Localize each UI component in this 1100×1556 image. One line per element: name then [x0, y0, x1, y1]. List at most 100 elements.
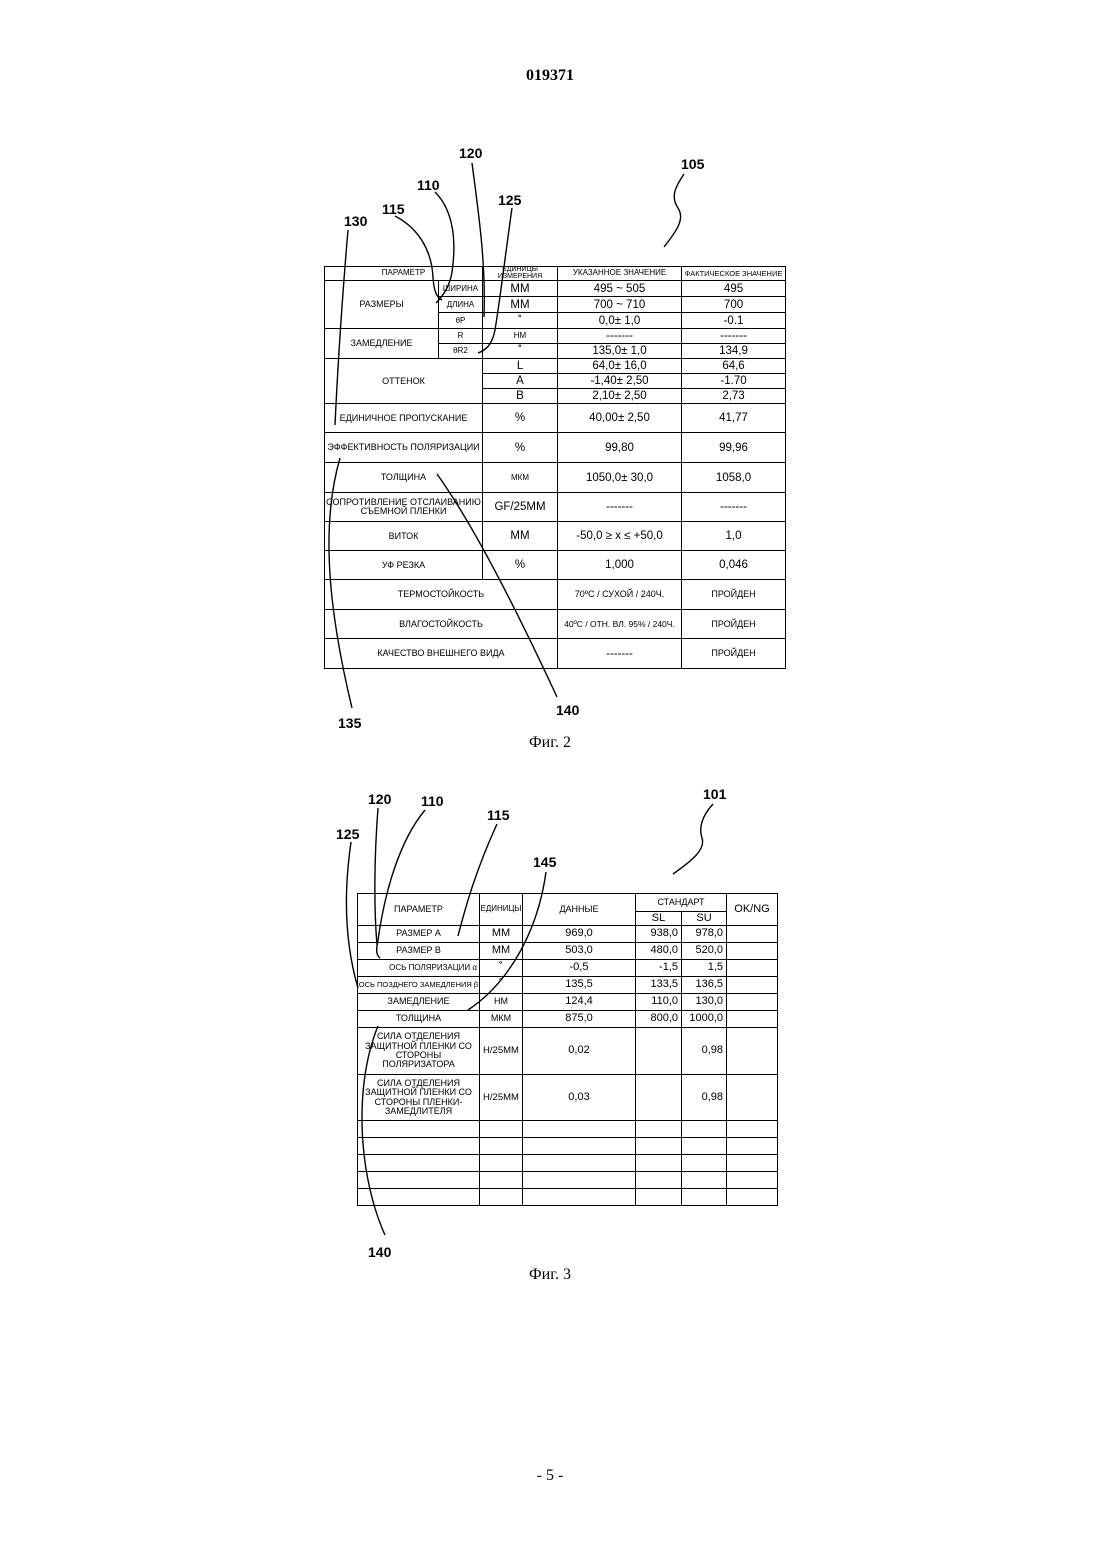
header-units: ЕДИНИЦЫ ИЗМЕРЕНИЯ — [483, 267, 558, 281]
row-width-name: ШИРИНА — [439, 281, 483, 297]
row-thickness-label: ТОЛЩИНА — [325, 463, 483, 493]
row-retardation-su: 130,0 — [682, 994, 727, 1011]
row-theta-p-spec: 0,0± 1,0 — [558, 313, 682, 329]
row-peel-polarizer-unit: Н/25ММ — [480, 1028, 523, 1075]
row-transmittance-actual: 41,77 — [682, 404, 786, 433]
ref-label-125: 125 — [498, 192, 521, 208]
row-hue-b-name: B — [483, 389, 558, 404]
row-curl-label: ВИТОК — [325, 522, 483, 551]
row-polarization-axis-su: 1,5 — [682, 960, 727, 977]
document-number: 019371 — [0, 67, 1100, 85]
ref-label-130: 130 — [344, 213, 367, 229]
row-hue-a-name: A — [483, 374, 558, 389]
figure-3-caption: Фиг. 3 — [0, 1266, 1100, 1284]
header-parameter: ПАРАМЕТР — [358, 894, 480, 926]
row-size-b-sl: 480,0 — [636, 943, 682, 960]
row-appearance-spec: ------- — [558, 639, 682, 669]
row-peel-label: СОПРОТИВЛЕНИЕ ОТСЛАИВАНИЮ СЪЕМНОЙ ПЛЕНКИ — [325, 493, 483, 522]
row-thickness-su: 1000,0 — [682, 1011, 727, 1028]
row-polarization-label: ЭФФЕКТИВНОСТЬ ПОЛЯРИЗАЦИИ — [325, 433, 483, 463]
row-heat-spec: 70ºC / СУХОЙ / 240Ч. — [558, 580, 682, 610]
row-hue-a-spec: -1,40± 2,50 — [558, 374, 682, 389]
row-size-b-param: РАЗМЕР B — [358, 943, 480, 960]
row-width-spec: 495 ~ 505 — [558, 281, 682, 297]
row-retardation-data: 124,4 — [523, 994, 636, 1011]
leader-105 — [664, 174, 684, 247]
row-thickness-spec: 1050,0± 30,0 — [558, 463, 682, 493]
row-theta-p-unit: ˚ — [483, 313, 558, 329]
row-length-unit: ММ — [483, 297, 558, 313]
row-uv-label: УФ РЕЗКА — [325, 551, 483, 580]
row-peel-spec: ------- — [558, 493, 682, 522]
row-hue-b-actual: 2,73 — [682, 389, 786, 404]
row-curl-spec: -50,0 ≥ x ≤ +50,0 — [558, 522, 682, 551]
header-specified: УКАЗАННОЕ ЗНАЧЕНИЕ — [558, 267, 682, 281]
row-peel-retarder-unit: Н/25ММ — [480, 1075, 523, 1121]
row-width-actual: 495 — [682, 281, 786, 297]
row-thickness-data: 875,0 — [523, 1011, 636, 1028]
row-heat-actual: ПРОЙДЕН — [682, 580, 786, 610]
ref-label-145: 145 — [533, 854, 556, 870]
row-transmittance-label: ЕДИНИЧНОЕ ПРОПУСКАНИЕ — [325, 404, 483, 433]
row-peel-polarizer-result — [727, 1028, 778, 1075]
row-humidity-spec: 40ºC / ОТН. ВЛ. 95% / 240Ч. — [558, 610, 682, 639]
row-transmittance-spec: 40,00± 2,50 — [558, 404, 682, 433]
row-slow-axis-sl: 133,5 — [636, 977, 682, 994]
row-thickness-unit: МКМ — [480, 1011, 523, 1028]
row-uv-unit: % — [483, 551, 558, 580]
row-retardation-result — [727, 994, 778, 1011]
ref-label-115: 115 — [487, 807, 510, 823]
row-polarization-axis-data: -0,5 — [523, 960, 636, 977]
row-hue-l-spec: 64,0± 16,0 — [558, 359, 682, 374]
row-thickness-sl: 800,0 — [636, 1011, 682, 1028]
page-number: - 5 - — [0, 1467, 1100, 1485]
row-peel-retarder-param: СИЛА ОТДЕЛЕНИЯ ЗАЩИТНОЙ ПЛЕНКИ СО СТОРОН… — [358, 1075, 480, 1121]
ref-label-115: 115 — [382, 201, 405, 217]
row-hue-l-actual: 64,6 — [682, 359, 786, 374]
row-length-actual: 700 — [682, 297, 786, 313]
group-hue: ОТТЕНОК — [325, 359, 483, 404]
row-peel-actual: ------- — [682, 493, 786, 522]
row-peel-polarizer-data: 0,02 — [523, 1028, 636, 1075]
row-theta-r2-actual: 134,9 — [682, 344, 786, 359]
row-hue-l-name: L — [483, 359, 558, 374]
ref-label-120: 120 — [368, 791, 391, 807]
row-hue-a-actual: -1.70 — [682, 374, 786, 389]
row-heat-label: ТЕРМОСТОЙКОСТЬ — [325, 580, 558, 610]
ref-label-140: 140 — [368, 1244, 391, 1260]
row-thickness-unit: МКМ — [483, 463, 558, 493]
header-data: ДАННЫЕ — [523, 894, 636, 926]
row-appearance-label: КАЧЕСТВО ВНЕШНЕГО ВИДА — [325, 639, 558, 669]
row-size-a-unit: ММ — [480, 926, 523, 943]
empty-row — [358, 1155, 778, 1172]
row-size-a-param: РАЗМЕР A — [358, 926, 480, 943]
row-slow-axis-unit: ˚ — [480, 977, 523, 994]
row-humidity-actual: ПРОЙДЕН — [682, 610, 786, 639]
row-size-a-su: 978,0 — [682, 926, 727, 943]
row-retardation-param: ЗАМЕДЛЕНИЕ — [358, 994, 480, 1011]
specification-table: ПАРАМЕТР ЕДИНИЦЫ ИЗМЕРЕНИЯ УКАЗАННОЕ ЗНА… — [324, 266, 786, 669]
row-size-b-data: 503,0 — [523, 943, 636, 960]
header-sl: SL — [636, 912, 682, 926]
ref-label-120: 120 — [459, 145, 482, 161]
row-slow-axis-result — [727, 977, 778, 994]
row-width-unit: ММ — [483, 281, 558, 297]
row-curl-actual: 1,0 — [682, 522, 786, 551]
row-size-a-data: 969,0 — [523, 926, 636, 943]
inspection-table: ПАРАМЕТР ЕДИНИЦЫ ДАННЫЕ СТАНДАРТ OK/NG S… — [357, 893, 778, 1206]
ref-label-110: 110 — [421, 793, 444, 809]
leader-101 — [673, 804, 713, 874]
row-uv-actual: 0,046 — [682, 551, 786, 580]
row-humidity-label: ВЛАГОСТОЙКОСТЬ — [325, 610, 558, 639]
header-su: SU — [682, 912, 727, 926]
header-actual: ФАКТИЧЕСКОЕ ЗНАЧЕНИЕ — [682, 267, 786, 281]
empty-row — [358, 1189, 778, 1206]
row-curl-unit: ММ — [483, 522, 558, 551]
row-size-b-result — [727, 943, 778, 960]
row-polarization-spec: 99,80 — [558, 433, 682, 463]
row-peel-unit: GF/25ММ — [483, 493, 558, 522]
row-size-b-unit: ММ — [480, 943, 523, 960]
row-theta-r2-unit: ˚ — [483, 344, 558, 359]
row-transmittance-unit: % — [483, 404, 558, 433]
